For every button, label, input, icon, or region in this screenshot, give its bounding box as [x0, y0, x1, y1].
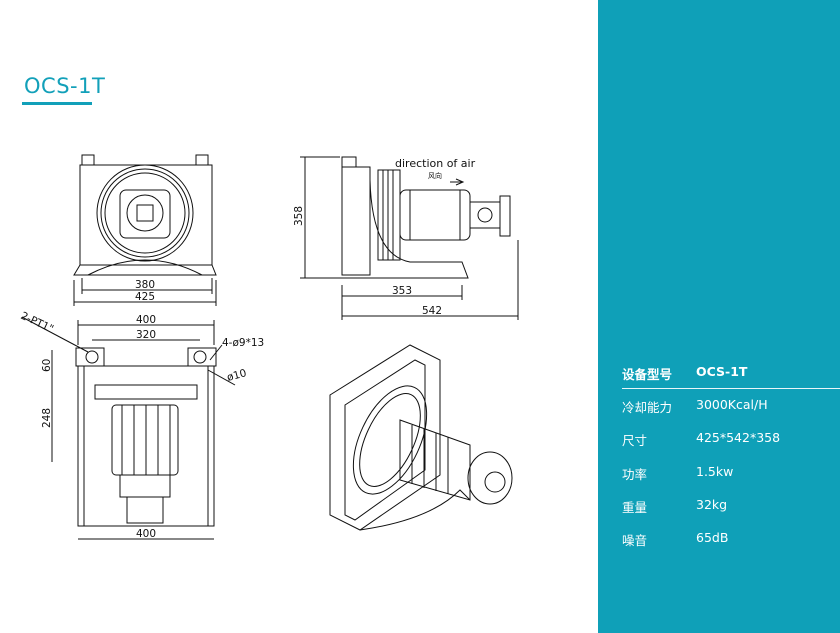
port-label: 2-PT1" [19, 310, 56, 336]
dim-542: 542 [422, 305, 442, 317]
dim-60: 60 [41, 359, 53, 372]
spec-value: 65dB [696, 530, 729, 545]
spec-label: 重量 [622, 500, 648, 515]
spec-value: 32kg [696, 497, 728, 512]
spec-value: 1.5kw [696, 464, 734, 479]
dim-358: 358 [293, 206, 305, 226]
dim-425: 425 [135, 291, 155, 303]
spec-label: 冷却能力 [622, 400, 673, 415]
title-underline [22, 102, 92, 105]
front-view: 380 425 [73, 154, 217, 306]
spec-value: 425*542*358 [696, 430, 781, 445]
spec-label: 噪音 [622, 533, 648, 548]
side-view: direction of air 风向 358 353 542 [293, 156, 519, 320]
dim-400-top: 400 [136, 314, 156, 326]
isometric-view [329, 344, 513, 531]
spec-label: 功率 [622, 467, 648, 482]
spec-value: 3000Kcal/H [696, 397, 768, 412]
spec-label: 设备型号 [622, 367, 673, 382]
spec-label: 尺寸 [622, 433, 648, 448]
page-title: OCS-1T [24, 74, 106, 98]
hole-dia-label: ø10 [226, 367, 248, 384]
technical-drawing: 380 425 direction of air 风向 358 353 542 … [19, 154, 519, 540]
dim-380: 380 [135, 279, 155, 291]
direction-cn-label: 风向 [428, 171, 442, 180]
holes-label: 4-ø9*13 [222, 337, 264, 349]
spec-value: OCS-1T [696, 364, 748, 379]
spec-panel: 设备型号 OCS-1T 冷却能力 3000Kcal/H 尺寸 425*542*3… [598, 0, 840, 633]
direction-of-air-label: direction of air [395, 157, 476, 170]
dim-353: 353 [392, 285, 412, 297]
dim-400-bottom: 400 [136, 528, 156, 540]
spec-divider [622, 388, 840, 389]
dim-320: 320 [136, 329, 156, 341]
dim-248: 248 [41, 408, 53, 428]
bottom-view: 400 320 400 2-PT1" 4-ø9*13 ø10 60 248 [19, 310, 264, 540]
